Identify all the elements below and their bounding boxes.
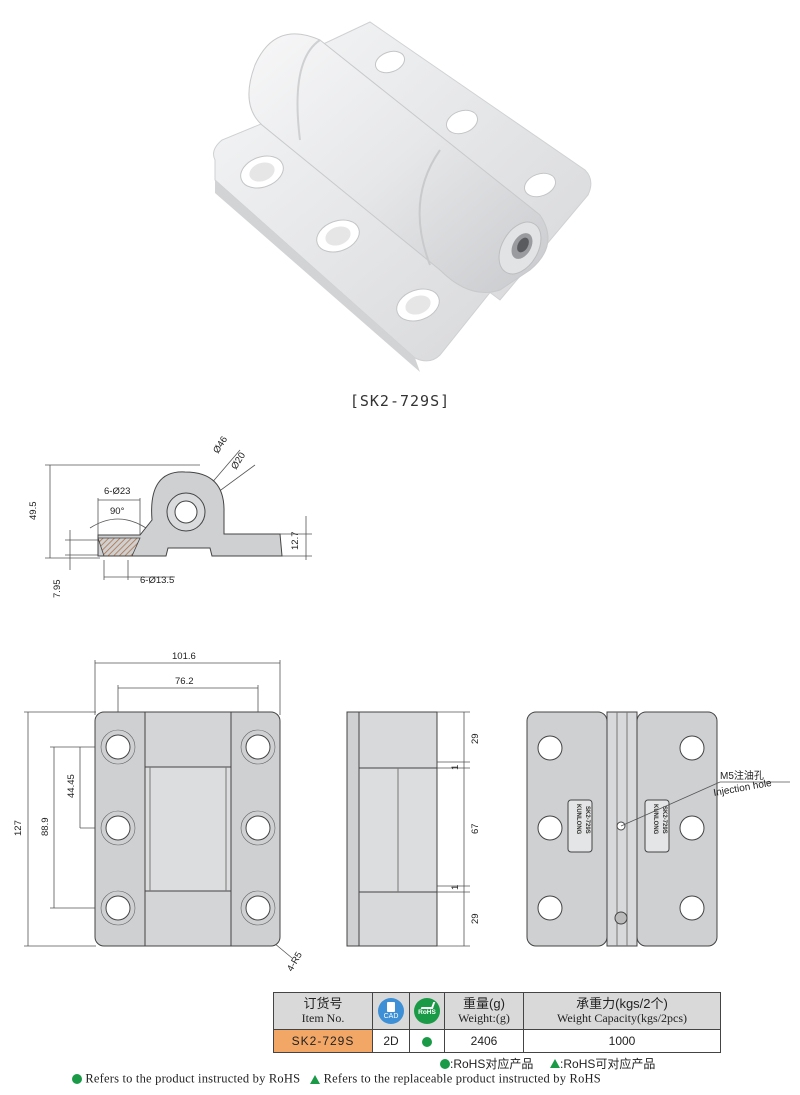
dim-plate-width: 101.6 xyxy=(172,651,196,662)
cell-capacity: 1000 xyxy=(523,1029,721,1053)
header-rohs: RoHS xyxy=(409,992,445,1030)
dim-angle: 90° xyxy=(110,506,125,517)
legend-en: Refers to the product instructed by RoHS… xyxy=(72,1071,601,1087)
product-caption: [SK2-729S] xyxy=(349,392,451,410)
header-capacity: 承重力(kgs/2个) Weight Capacity(kgs/2pcs) xyxy=(523,992,721,1030)
legend-cn: :RoHS对应产品 :RoHS可对应产品 xyxy=(440,1055,655,1072)
cell-rohs xyxy=(409,1029,445,1053)
dim-plate-height: 127 xyxy=(13,820,24,836)
screw-icon xyxy=(614,911,628,925)
rohs-dot-icon xyxy=(422,1036,432,1047)
dim-height: 49.5 xyxy=(28,502,39,521)
replaceable-triangle-icon xyxy=(550,1059,561,1068)
side-view-drawing: 49.5 12.7 7.95 6-Ø23 90° 6-Ø13.5 Ø46 Ø20 xyxy=(28,435,312,599)
header-weight: 重量(g) Weight:(g) xyxy=(444,992,524,1030)
profile-view-drawing: 29 1 67 1 29 xyxy=(346,711,481,947)
dim-middle-knuckle: 67 xyxy=(470,823,481,834)
header-cad: CAD xyxy=(372,992,410,1030)
label-model-right: SK2-729S xyxy=(661,806,667,834)
rohs-dot-icon xyxy=(440,1058,450,1069)
dim-hole-pitch: 44.45 xyxy=(66,774,77,798)
mounting-hole-icon xyxy=(240,50,556,322)
dim-pin-diameter: Ø20 xyxy=(229,451,248,472)
dim-hole-spacing-y: 88.9 xyxy=(40,818,51,837)
dim-hole-spacing-x: 76.2 xyxy=(175,676,194,687)
dim-top-gap: 1 xyxy=(450,765,461,770)
back-view-drawing: KUNLONG SK2-729S KUNLONG SK2-729S M5注油孔 … xyxy=(526,711,790,947)
dim-bottom-knuckle: 29 xyxy=(470,913,481,924)
table-header-row: 订货号 Item No. CAD RoHS 重量(g) Weight:(g) 承… xyxy=(273,992,721,1030)
product-photo xyxy=(213,21,592,372)
label-brand-right: KUNLONG xyxy=(652,804,658,835)
table-row: SK2-729S 2D 2406 1000 xyxy=(273,1029,721,1053)
dim-plate-thickness: 12.7 xyxy=(290,532,301,551)
spec-table: 订货号 Item No. CAD RoHS 重量(g) Weight:(g) 承… xyxy=(273,992,721,1053)
dim-countersink-diameter: 6-Ø23 xyxy=(104,486,130,497)
cell-cad: 2D xyxy=(372,1029,410,1053)
header-item: 订货号 Item No. xyxy=(273,992,373,1030)
cell-weight: 2406 xyxy=(444,1029,524,1053)
replaceable-triangle-icon xyxy=(310,1074,321,1084)
dim-hole-diameter: 6-Ø13.5 xyxy=(140,575,174,586)
front-view-drawing: 101.6 76.2 127 88.9 44.45 4-R5 xyxy=(13,651,305,974)
dim-corner-radius: 4-R5 xyxy=(285,950,305,973)
rohs-dot-icon xyxy=(72,1074,82,1085)
label-brand-left: KUNLONG xyxy=(575,804,581,835)
rohs-icon: RoHS xyxy=(414,998,440,1024)
callout-cn: M5注油孔 xyxy=(720,769,764,782)
cell-item: SK2-729S xyxy=(273,1029,373,1053)
dim-countersink-depth: 7.95 xyxy=(52,580,63,599)
cad-icon: CAD xyxy=(378,998,404,1024)
dim-top-knuckle: 29 xyxy=(470,733,481,744)
dim-knuckle-diameter: Ø46 xyxy=(211,435,230,456)
dim-bottom-gap: 1 xyxy=(450,885,461,890)
label-model-left: SK2-729S xyxy=(584,806,590,834)
